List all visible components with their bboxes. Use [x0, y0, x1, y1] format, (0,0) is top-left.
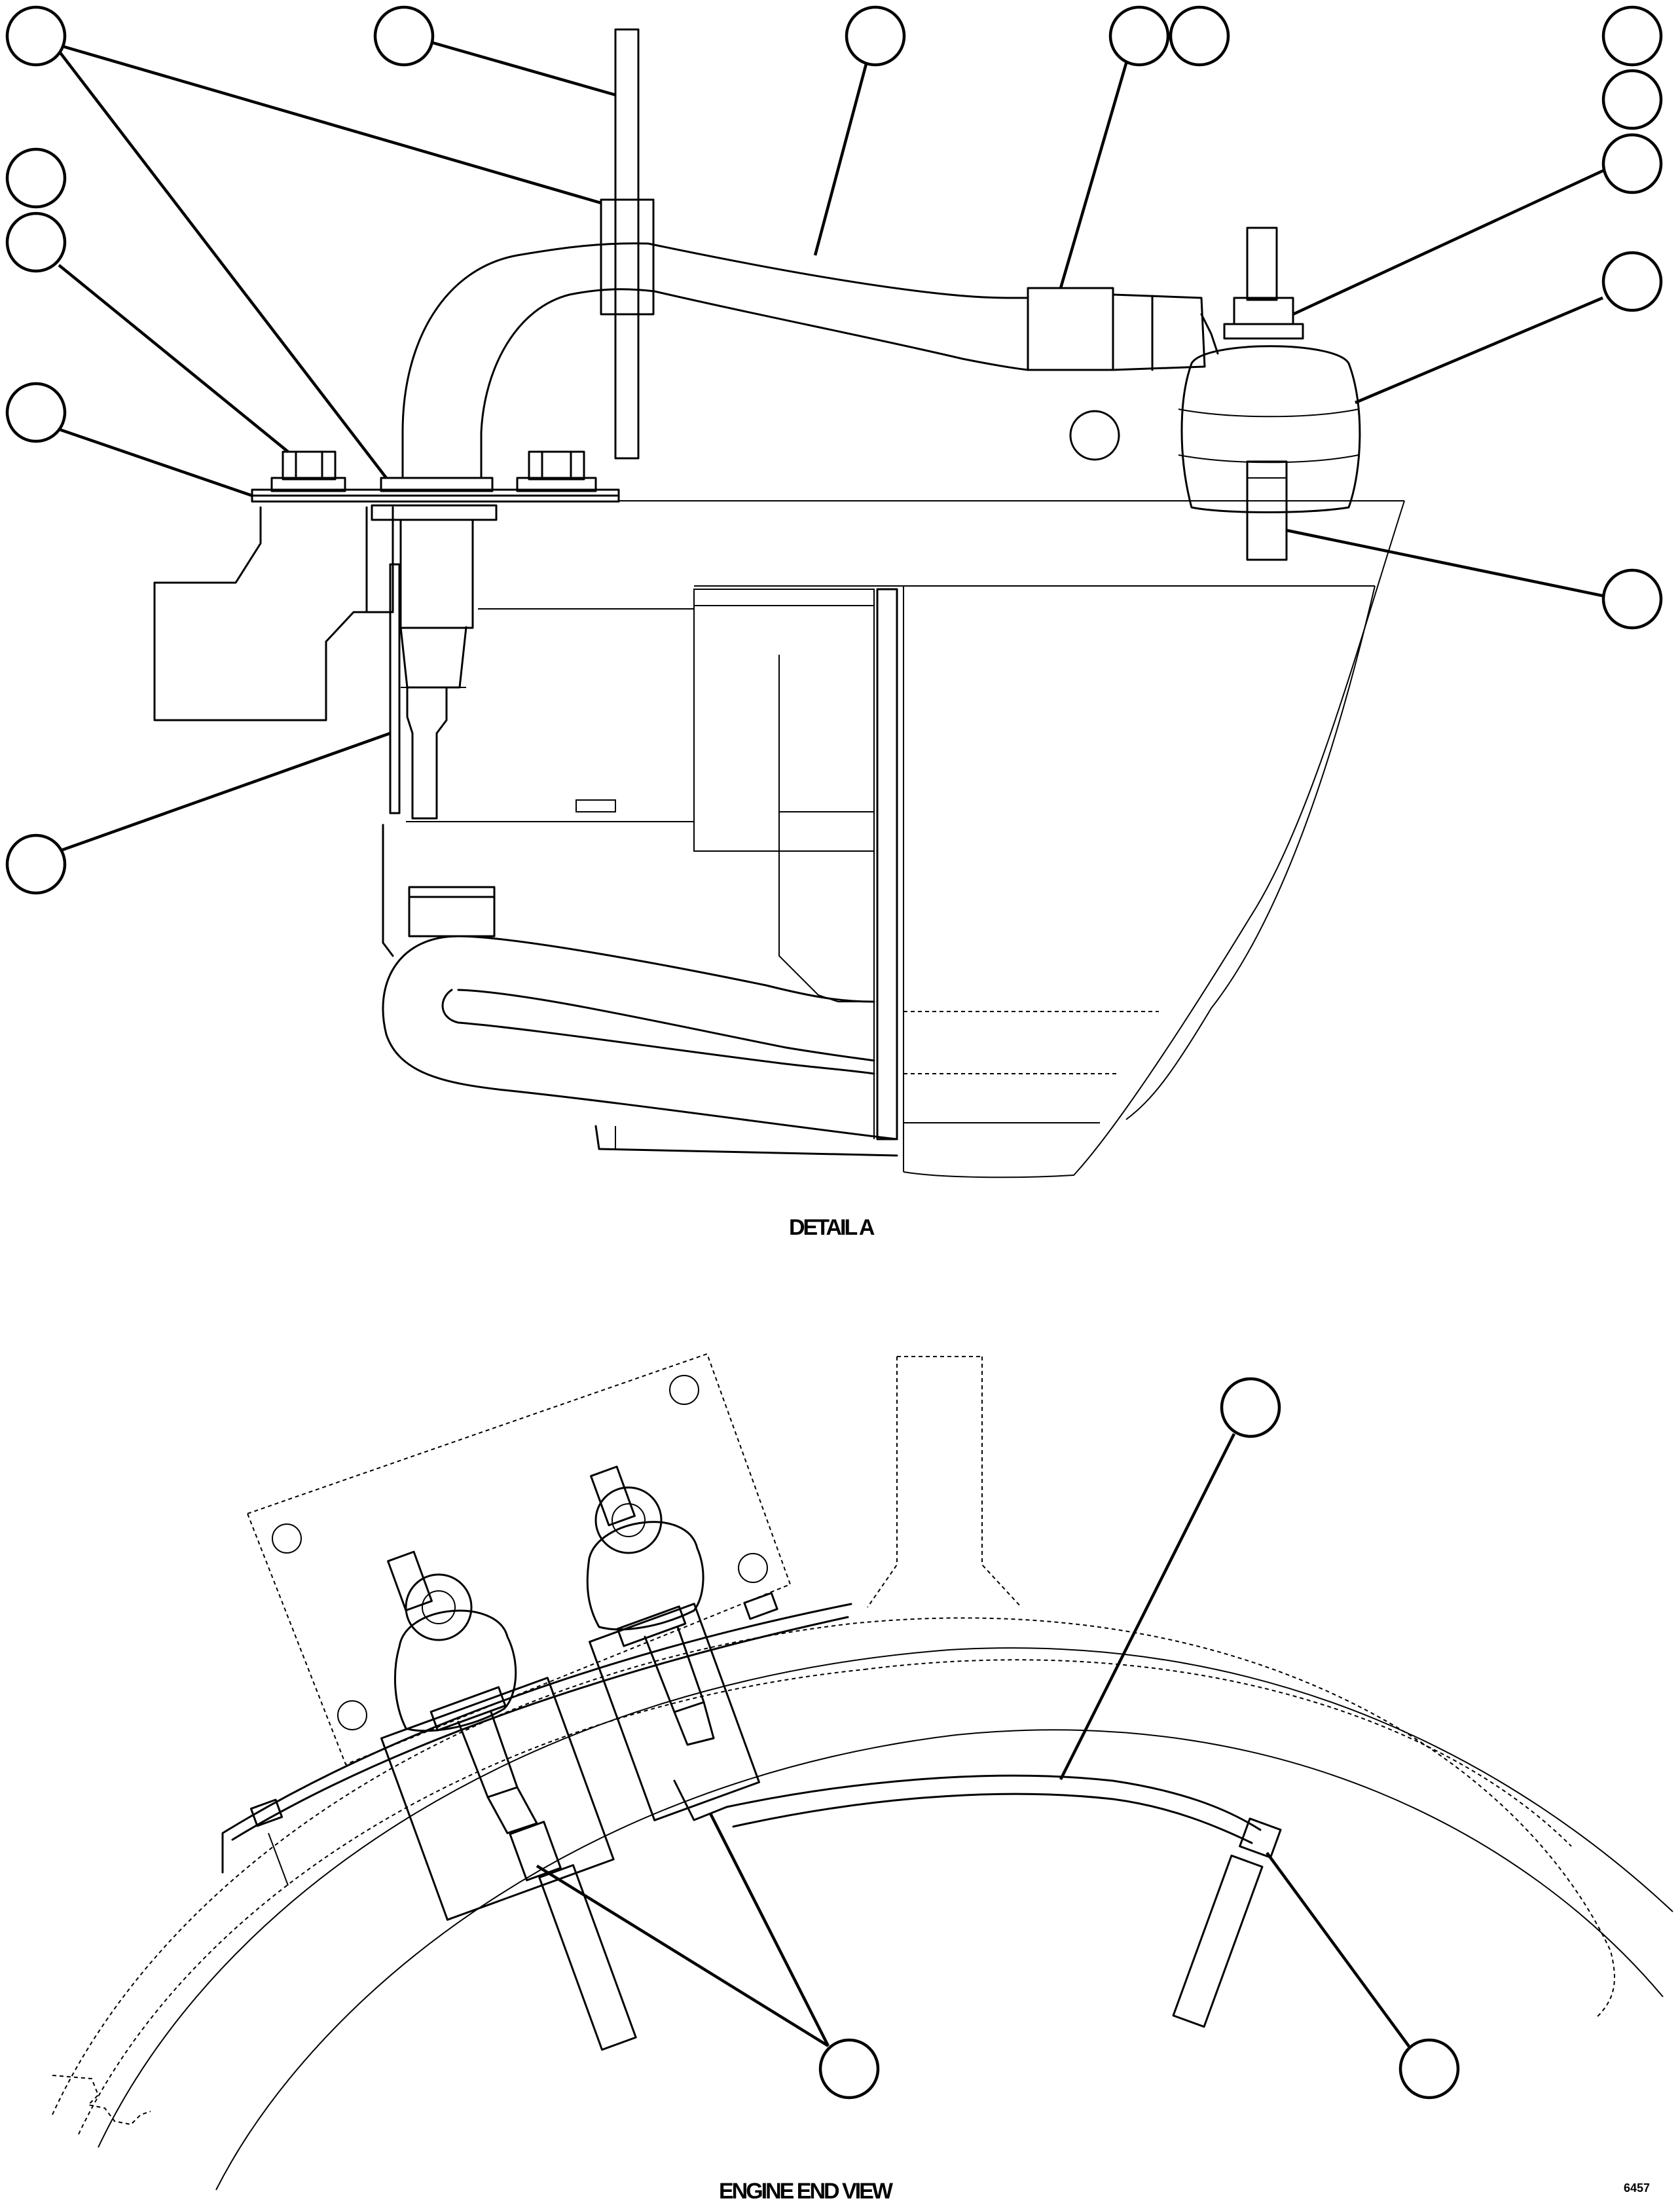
mounting-bracket [153, 488, 620, 721]
callout-balloon [1601, 5, 1663, 67]
isolator-mount [1069, 345, 1361, 561]
callout-balloon [1108, 5, 1170, 67]
nut-stud [1223, 227, 1304, 340]
curved-pipe [401, 28, 1219, 479]
bolt-left [270, 450, 346, 492]
callout-balloon [5, 5, 67, 67]
pedestal-dashed [867, 1356, 1022, 1608]
callout-balloon [1220, 1377, 1281, 1438]
callout-balloon [1601, 69, 1663, 130]
break-line [52, 2075, 151, 2126]
lower-elbow-pipe [382, 824, 898, 1157]
detail-a-view [153, 28, 1405, 1178]
long-fuel-pipe [725, 1774, 1282, 2028]
end-view-leaders [536, 1432, 1411, 2049]
callout-balloon [1398, 2038, 1460, 2100]
callout-balloon [5, 147, 67, 209]
housing-internals [575, 588, 898, 1140]
callout-balloon [1169, 5, 1230, 67]
callout-balloon [5, 382, 67, 443]
detail-a-leaders [57, 41, 1605, 853]
engine-bell-arcs [52, 1617, 1673, 2191]
engine-end-view [52, 1353, 1673, 2191]
right-mount-assembly [586, 1465, 760, 1821]
callout-balloon [1601, 568, 1663, 630]
callout-balloon [845, 5, 906, 67]
detail-a-balloons [5, 5, 1663, 895]
callout-balloon [1601, 133, 1663, 194]
callout-balloon [5, 211, 67, 273]
engine-housing [406, 500, 1405, 1178]
bolt-right [516, 450, 597, 492]
mounting-plate-dashed [246, 1353, 792, 1766]
flange-strip [221, 1592, 852, 1886]
end-view-caption: ENGINE END VIEW [719, 2179, 894, 2204]
detail-a-caption: DETAIL A [789, 1215, 875, 1240]
callout-balloon [818, 2038, 880, 2100]
callout-balloon [1601, 251, 1663, 312]
callout-balloon [5, 833, 67, 895]
end-view-balloons [818, 1377, 1460, 2100]
drawing-number: 6457 [1624, 2181, 1650, 2195]
injector-rod [371, 477, 498, 820]
callout-balloon [373, 5, 435, 67]
left-mount-assembly [380, 1550, 637, 2051]
